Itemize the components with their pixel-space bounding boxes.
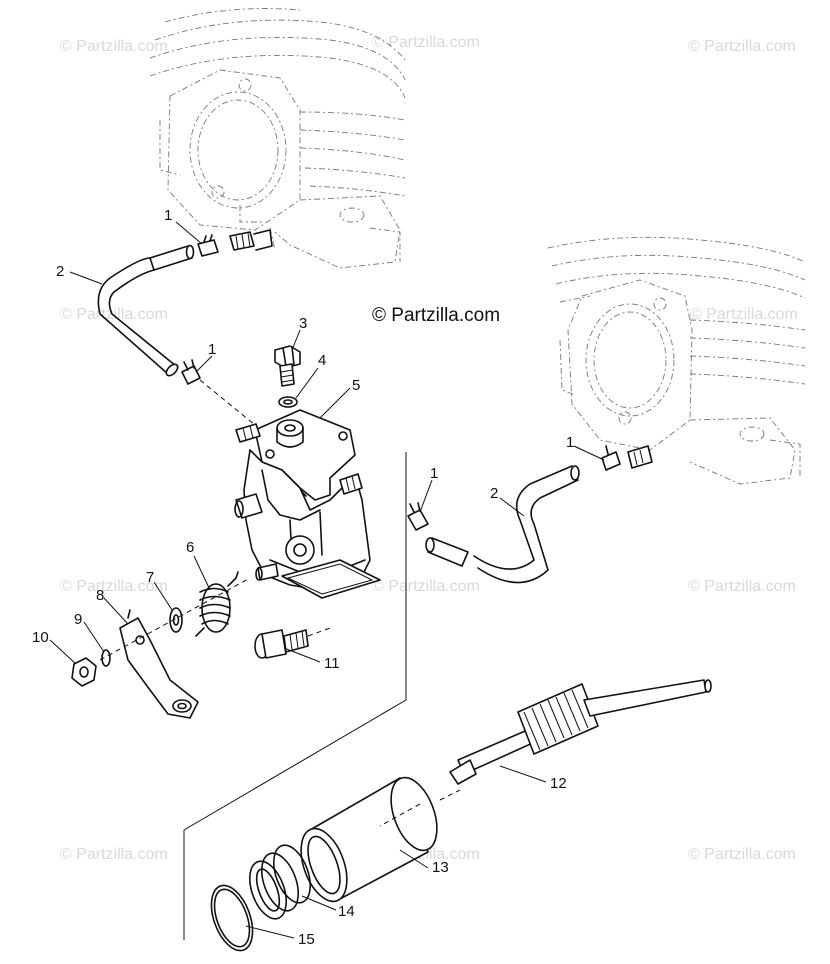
watermark: © Partzilla.com — [60, 578, 168, 595]
alignment-line — [379, 789, 461, 827]
watermark: © Partzilla.com — [690, 306, 798, 323]
spring-6 — [195, 571, 239, 637]
watermark: © Partzilla.com — [60, 846, 168, 863]
callout-2: 2 — [490, 485, 498, 502]
shaft-axis — [99, 577, 251, 661]
callout-1: 1 — [208, 341, 216, 358]
washer-7 — [169, 607, 183, 633]
group-outline — [183, 452, 407, 940]
watermark: © Partzilla.com — [372, 578, 480, 595]
callout-7: 7 — [146, 569, 154, 586]
engine-upper-outline — [149, 8, 406, 269]
watermark-main: © Partzilla.com — [372, 305, 501, 326]
callout-1: 1 — [430, 465, 438, 482]
spring-14 — [248, 844, 312, 920]
bolt-11 — [254, 627, 331, 659]
sleeve-13 — [300, 776, 438, 903]
callout-6: 6 — [186, 539, 194, 556]
callout-10: 10 — [32, 629, 49, 646]
callout-8: 8 — [96, 587, 104, 604]
o-ring-15 — [210, 884, 254, 952]
right-hose-assembly — [407, 445, 653, 584]
watermark: © Partzilla.com — [60, 306, 168, 323]
washer-9 — [101, 649, 111, 667]
callout-4: 4 — [318, 352, 326, 369]
watermark: © Partzilla.com — [688, 38, 796, 55]
callout-1: 1 — [566, 434, 574, 451]
oil-pump — [234, 345, 381, 599]
callout-2: 2 — [56, 263, 64, 280]
callout-11: 11 — [324, 655, 340, 672]
watermark: © Partzilla.com — [60, 38, 168, 55]
callout-14: 14 — [338, 903, 355, 920]
arm-8 — [119, 609, 199, 719]
callout-15: 15 — [298, 931, 315, 948]
callout-labels: 1 2 1 3 4 5 1 1 2 6 7 8 9 10 11 12 13 14… — [32, 207, 574, 948]
drive-shaft-12 — [449, 679, 712, 785]
callout-12: 12 — [550, 775, 567, 792]
nut-10 — [71, 657, 97, 687]
callout-13: 13 — [432, 859, 449, 876]
alignment-line — [199, 379, 256, 426]
callout-5: 5 — [352, 377, 360, 394]
leader-lines — [49, 221, 605, 939]
callout-3: 3 — [299, 315, 307, 332]
callout-9: 9 — [74, 611, 82, 628]
watermark: © Partzilla.com — [372, 34, 480, 51]
upper-hose-assembly — [97, 229, 273, 385]
watermark: © Partzilla.com — [688, 578, 796, 595]
watermark: © Partzilla.com — [688, 846, 796, 863]
engine-right-outline — [547, 236, 806, 485]
callout-1: 1 — [164, 207, 172, 224]
